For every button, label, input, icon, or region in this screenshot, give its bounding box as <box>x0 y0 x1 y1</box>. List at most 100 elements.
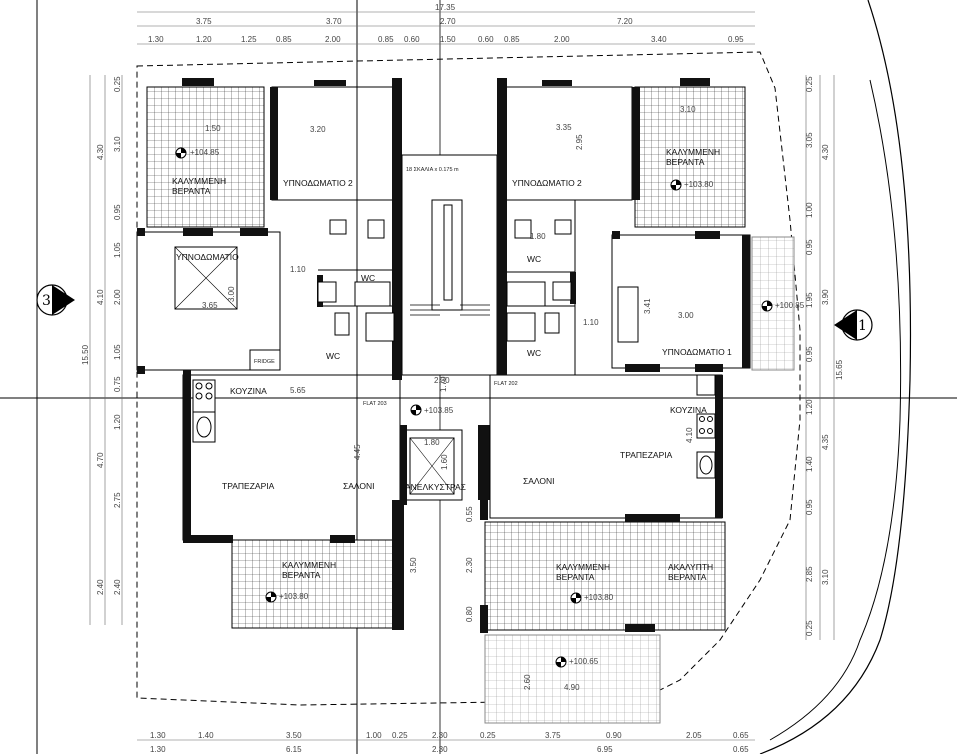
label-fridge: FRIDGE <box>254 359 275 365</box>
dim-left-in-3: 1.05 <box>113 242 122 258</box>
room-wc-right-1: WC <box>527 254 541 264</box>
room-dining-right: ΤΡΑΠΕΖΑΡΙΑ <box>620 450 673 460</box>
dim-top-r2-1: 3.70 <box>326 17 342 26</box>
inner-dimensions: 3.20 3.35 2.95 3.65 3.00 1.10 1.10 3.00 … <box>202 105 696 692</box>
room-wc-right-2: WC <box>527 348 541 358</box>
dim-top-overall: 17.35 <box>435 3 456 12</box>
dim-d160: 1.60 <box>440 454 449 470</box>
stair-core <box>392 154 498 520</box>
top-dimensions: 17.35 3.75 3.70 2.70 7.20 1.30 1.20 1.25… <box>137 3 755 45</box>
dim-d180: 1.80 <box>424 438 440 447</box>
dim-left-mid-2: 4.70 <box>96 452 105 468</box>
dim-bot-r2-4: 0.65 <box>733 745 749 754</box>
dim-top-r3-1: 1.20 <box>196 35 212 44</box>
dim-bot-r1-7: 3.75 <box>545 731 561 740</box>
room-kitchen-left: ΚΟΥΖΙΝΑ <box>230 386 267 396</box>
dim-d365: 3.65 <box>202 301 218 310</box>
level-e-ext: +100.85 <box>775 301 805 310</box>
dim-left-in-8: 2.75 <box>113 492 122 508</box>
dim-d300b: 3.00 <box>678 311 694 320</box>
dim-d335: 3.35 <box>556 123 572 132</box>
dim-d565: 5.65 <box>290 386 306 395</box>
level-ne: +103.80 <box>684 180 714 189</box>
dim-left-mid-3: 2.40 <box>96 579 105 595</box>
dim-top-r3-8: 0.60 <box>478 35 494 44</box>
dim-top-r2-3: 7.20 <box>617 17 633 26</box>
left-fixtures <box>174 219 395 443</box>
dim-right-in-4: 1.95 <box>805 292 814 308</box>
dim-bot-r1-10: 0.65 <box>733 731 749 740</box>
dim-top-r3-12: 0.95 <box>728 35 744 44</box>
dim-right-in-2: 1.00 <box>805 202 814 218</box>
dim-right-mid-2: 4.35 <box>821 434 830 450</box>
dim-right-in-8: 0.95 <box>805 499 814 515</box>
axis-label-1: 1 <box>858 318 867 334</box>
dim-left-in-6: 0.75 <box>113 376 122 392</box>
level-landing: +103.85 <box>424 406 454 415</box>
dim-right-total: 15.65 <box>835 359 844 380</box>
dim-top-r3-11: 3.40 <box>651 35 667 44</box>
dim-d310: 3.10 <box>680 105 696 114</box>
dim-d490: 4.90 <box>564 683 580 692</box>
dim-left-mid-1: 4.10 <box>96 289 105 305</box>
room-wc-left-1: WC <box>361 273 375 283</box>
room-living-left: ΣΑΛΟΝΙ <box>343 481 375 491</box>
dim-d341: 3.41 <box>643 298 652 314</box>
dim-right-mid-1: 3.90 <box>821 289 830 305</box>
dim-right-in-3: 0.95 <box>805 239 814 255</box>
room-bedroom-left: ΥΠΝΟΔΩΜΑΤΙΟ <box>176 252 239 262</box>
dim-right-in-6: 1.20 <box>805 399 814 415</box>
plot-boundary <box>136 51 801 706</box>
dim-top-r3-6: 0.60 <box>404 35 420 44</box>
dim-right-mid-0: 4.30 <box>821 144 830 160</box>
dim-d260: 2.60 <box>523 674 532 690</box>
dim-bot-r1-8: 0.90 <box>606 731 622 740</box>
bottom-dimensions: 1.30 1.40 3.50 1.00 0.25 2.30 0.25 3.75 … <box>137 731 755 754</box>
veranda-sw <box>231 539 401 629</box>
dim-right-in-7: 1.40 <box>805 456 814 472</box>
dim-left-in-0: 0.25 <box>113 76 122 92</box>
dim-top-r3-2: 1.25 <box>241 35 257 44</box>
dim-d055: 0.55 <box>465 506 474 522</box>
room-living-right: ΣΑΛΟΝΙ <box>523 476 555 486</box>
level-se: +103.80 <box>584 593 614 602</box>
axis-marker-1: 1 <box>834 309 873 341</box>
dim-d150: 1.50 <box>205 124 221 133</box>
dim-left-in-2: 0.95 <box>113 204 122 220</box>
dim-left-in-7: 1.20 <box>113 414 122 430</box>
dim-right-in-1: 3.05 <box>805 132 814 148</box>
dim-bot-r2-3: 6.95 <box>597 745 613 754</box>
dim-d110b: 1.10 <box>583 318 599 327</box>
dim-bot-r1-0: 1.30 <box>150 731 166 740</box>
dim-bot-r1-1: 1.40 <box>198 731 214 740</box>
left-dimensions: 15.50 4.30 4.10 4.70 2.40 0.25 3.10 0.95… <box>81 75 123 625</box>
dim-right-in-10: 0.25 <box>805 620 814 636</box>
stair-note: 18 ΣΚΑΛΙΑ x 0.175 m <box>406 167 459 173</box>
dim-top-r3-5: 0.85 <box>378 35 394 44</box>
dim-left-in-5: 1.05 <box>113 344 122 360</box>
level-s-ext: +100.65 <box>569 657 599 666</box>
room-bedroom2-left: ΥΠΝΟΔΩΜΑΤΙΟ 2 <box>283 178 353 188</box>
dim-d110a: 1.10 <box>290 265 306 274</box>
right-flat-walls <box>480 78 751 633</box>
dim-bot-r1-6: 0.25 <box>480 731 496 740</box>
dim-bot-r1-4: 0.25 <box>392 731 408 740</box>
dim-d230b: 2.30 <box>465 557 474 573</box>
dim-right-in-9: 2.85 <box>805 566 814 582</box>
dim-top-r2-2: 2.70 <box>440 17 456 26</box>
uncovered-deck-s <box>484 634 661 724</box>
dim-top-r3-0: 1.30 <box>148 35 164 44</box>
dim-d080: 0.80 <box>465 606 474 622</box>
axis-label-3: 3 <box>42 293 51 309</box>
dim-d180b: 1.80 <box>530 232 546 241</box>
dim-left-in-9: 2.40 <box>113 579 122 595</box>
dim-d300a: 3.00 <box>227 286 236 302</box>
uncovered-deck-e <box>751 236 795 371</box>
dim-bot-r1-5: 2.30 <box>432 731 448 740</box>
dim-right-in-5: 0.95 <box>805 346 814 362</box>
dim-top-r3-3: 0.85 <box>276 35 292 44</box>
